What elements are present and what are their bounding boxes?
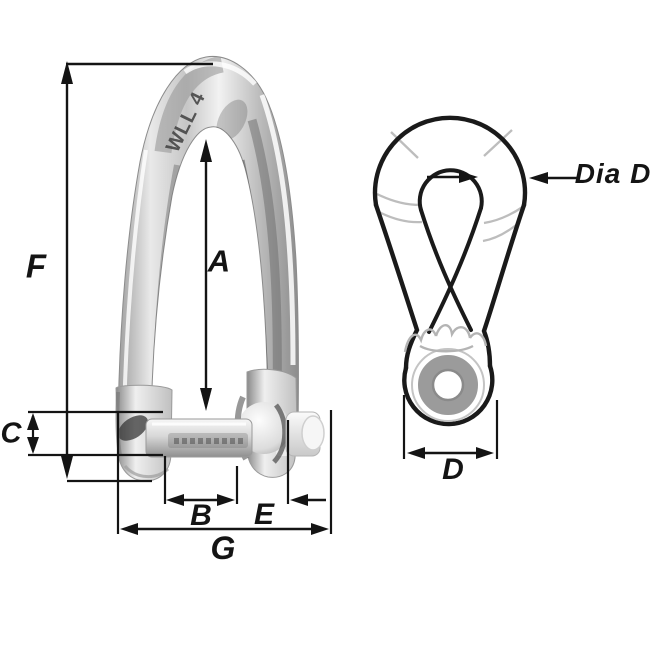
bow-outer-arc [372,115,528,208]
shackle-bow-shading [122,56,296,426]
eye-spring-clip [403,324,488,353]
dim-a [200,139,212,411]
dim-label-c: C [0,417,22,450]
eye-rings [411,348,485,422]
leg-outer-left [373,202,420,371]
bow-inner-arc [417,168,484,212]
left-leg-shadow [117,415,149,441]
dim-b [163,456,239,506]
dim-label-a: A [207,243,231,279]
dim-label-g: G [210,530,236,566]
dim-c [27,410,163,457]
side-view-dimensions [27,61,333,535]
dim-f [61,61,213,483]
dim-label-dia-d: Dia D [574,158,650,189]
dim-d [402,395,499,459]
top-view-outline [372,115,528,427]
dim-g [116,410,333,535]
dim-dia-d [427,171,578,184]
pin-head-cap [301,415,325,451]
dim-label-e: E [253,498,275,531]
dim-label-d: D [442,453,464,486]
top-view-line-drawing [372,115,528,427]
dim-label-b: B [190,499,212,532]
top-view-shading [376,129,525,243]
leg-outer-right [481,202,527,369]
dim-e [286,420,326,506]
dim-label-f: F [25,247,47,285]
leg-inner-right [427,206,483,334]
eye-outer-arc [402,363,495,427]
top-view-dimensions [402,171,578,459]
leg-inner-left [419,208,473,332]
